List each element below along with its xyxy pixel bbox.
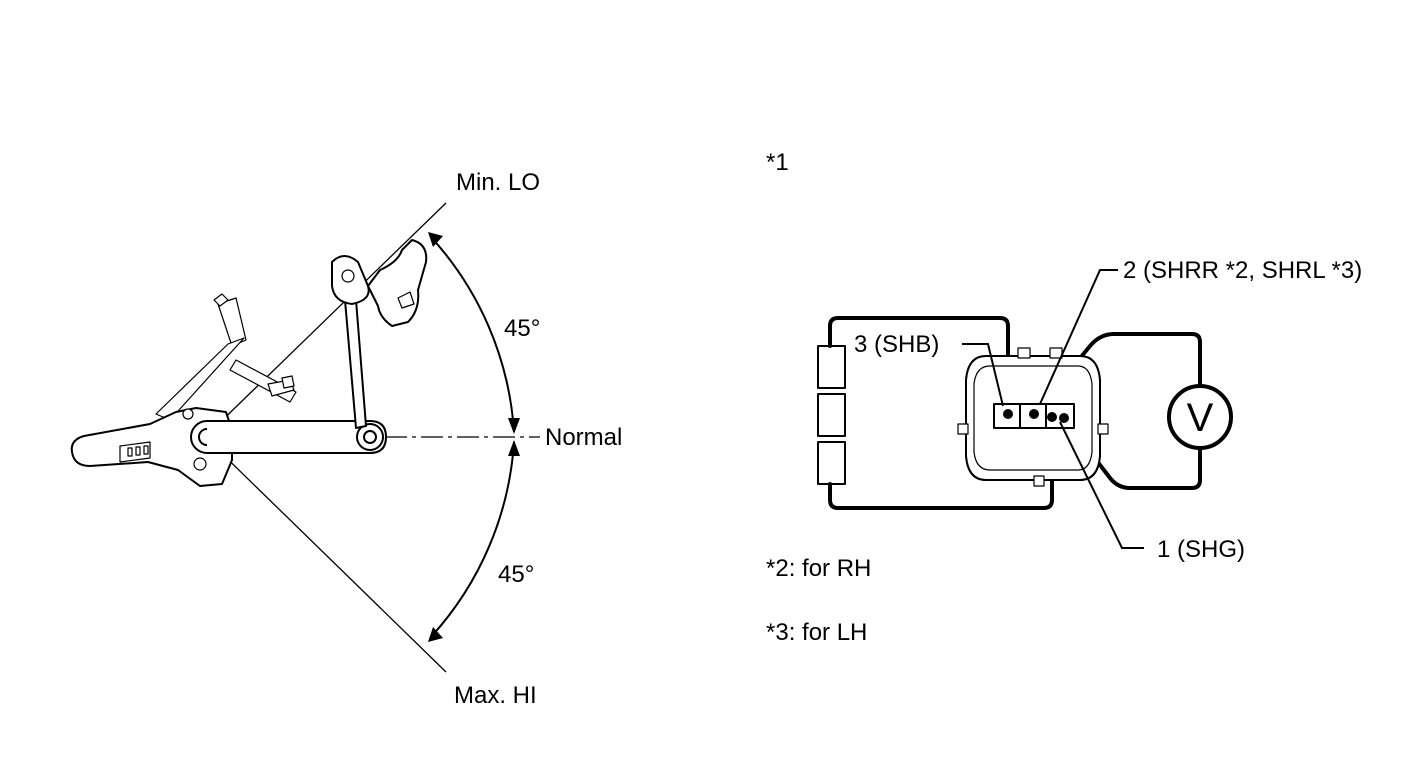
arrowhead-max-hi <box>428 627 443 642</box>
min-lo-label: Min. LO <box>456 169 540 196</box>
arrowhead-normal-lower <box>508 440 520 456</box>
note-rh: *2: for RH <box>766 555 871 582</box>
upper-angle-arc <box>429 235 515 433</box>
pin2-leader <box>1039 269 1118 405</box>
pin3-terminal <box>1003 409 1013 419</box>
figure-marker-label: *1 <box>766 149 789 176</box>
lower-angle-label: 45° <box>498 561 534 588</box>
arrowhead-normal-upper <box>508 418 520 434</box>
pin2-label: 2 (SHRR *2, SHRL *3) <box>1123 257 1362 284</box>
arrowhead-min-lo <box>428 232 443 247</box>
max-hi-label: Max. HI <box>454 682 537 709</box>
voltmeter-symbol: V <box>1187 396 1214 440</box>
pin1-label: 1 (SHG) <box>1157 536 1245 563</box>
connector-measurement-figure: *1 <box>766 149 1362 646</box>
wire-battery-to-pin1 <box>828 412 1054 510</box>
sensor-angle-figure: Min. LO Max. HI Normal 45° 45° <box>70 169 622 709</box>
note-lh: *3: for LH <box>766 619 867 646</box>
pin1-leader <box>1059 421 1144 549</box>
voltmeter-icon: V <box>1167 384 1233 450</box>
wire-pin2-to-voltmeter <box>1032 332 1202 416</box>
height-sensor-illustration <box>70 239 428 487</box>
pin3-label: 3 (SHB) <box>854 331 939 358</box>
pin3-leader <box>962 343 1004 407</box>
pin1-terminal <box>1047 412 1057 422</box>
lower-angle-arc <box>429 441 515 639</box>
pin1-probe-terminal <box>1059 413 1069 423</box>
upper-angle-label: 45° <box>504 315 540 342</box>
min-lo-line <box>204 202 447 438</box>
wire-pin3-to-battery <box>828 316 1010 414</box>
max-hi-line <box>204 436 447 673</box>
sensor-connector <box>957 347 1109 487</box>
pin2-terminal <box>1029 409 1039 419</box>
wire-pin1-to-voltmeter <box>1062 416 1202 490</box>
battery-icon <box>817 345 846 485</box>
normal-label: Normal <box>545 424 622 451</box>
